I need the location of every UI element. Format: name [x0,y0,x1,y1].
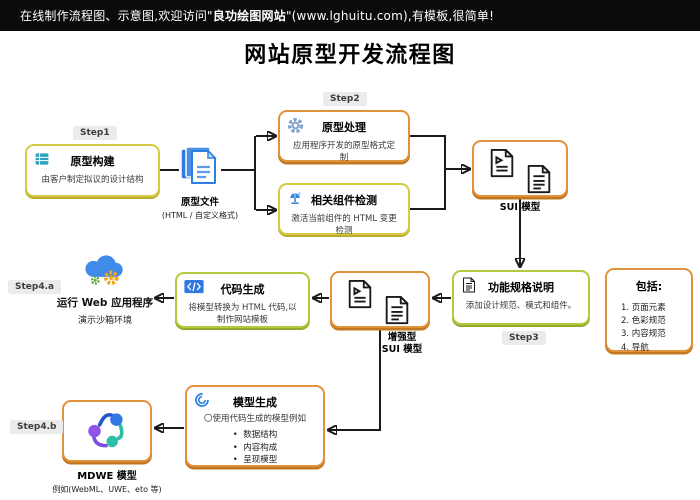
node-code-gen: 代码生成 将模型转换为 HTML 代码,以制作网站模板 [175,272,310,328]
include-list: 1. 页面元素 2. 色彩规范 3. 内容规范 4. 导航 [621,302,691,355]
include-item: 1. 页面元素 [621,303,666,313]
enhanced-sui-label: 增强型 SUI 模型 [381,332,423,356]
node-desc: 〇使用代码生成的模型例如 [203,414,306,424]
node-title: 代码生成 [220,283,265,296]
flow-arrow [328,328,381,430]
badge-step2: Step2 [323,92,367,106]
banner-text-suffix: "(www.lghuitu.com),有模板,很简单! [285,9,495,23]
node-sui-model [472,140,568,197]
node-include: 包括: 1. 页面元素 2. 色彩规范 3. 内容规范 4. 导航 [605,268,693,355]
promo-banner: 在线制作流程图、示意图,欢迎访问"良功绘图网站"(www.lghuitu.com… [0,0,700,31]
node-title: 模型生成 [233,396,277,409]
include-item: 3. 内容规范 [621,329,666,340]
banner-text: 在线制作流程图、示意图,欢迎访问" [20,9,213,23]
node-title: 相关组件检测 [311,194,377,207]
node-desc: 添加设计规范、模式和组件。 [465,301,577,311]
bullet-item: 内容构成 [233,442,277,455]
include-title: 包括: [635,280,663,293]
document-icon [461,277,477,297]
node-component-detect: 相关组件检测 激活当前组件的 HTML 变更检测 [278,183,410,236]
code-icon [184,279,204,298]
node-title: 功能规格说明 [488,281,554,294]
bullet-item: 数据结构 [233,429,277,442]
node-desc: 由客户制定拟议的设计结构 [41,175,144,185]
node-run-web: 运行 Web 应用程序 演示沙箱环境 [38,248,172,326]
spiral-icon [194,392,210,412]
node-prototype-process: 原型处理 应用程序开发的原型格式定制 [278,110,410,163]
badge-step4a: Step4.a [8,280,62,294]
node-desc: 应用程序开发的原型格式定制 [292,141,395,163]
document-icon [487,148,517,178]
page-title: 网站原型开发流程图 [244,43,456,68]
node-title: 原型构建 [70,155,115,168]
radar-icon [287,190,303,210]
node-title: 原型处理 [322,121,366,134]
stacked-documents-icon [178,143,222,191]
node-desc: 激活当前组件的 HTML 变更检测 [291,214,397,236]
document-icon [524,164,554,194]
node-prototype-build: 原型构建 由客户制定拟议的设计结构 [25,144,160,197]
model-gen-bullets: 数据结构 内容构成 呈现模型 [233,429,277,467]
node-desc: 将模型转换为 HTML 代码,以制作网站模板 [188,303,297,325]
sui-model-label: SUI 模型 [499,202,541,213]
node-model-gen: 模型生成 〇使用代码生成的模型例如 数据结构 内容构成 呈现模型 [185,385,325,467]
document-icon [345,279,375,309]
file-label: 原型文件 [180,197,219,208]
include-item: 4. 导航 [621,342,649,353]
badge-step3: Step3 [502,331,546,345]
gear-icon [287,117,304,138]
node-prototype-file: 原型文件 (HTML / 自定义格式) [152,143,248,221]
node-mdwe [62,400,152,462]
badge-step4b: Step4.b [10,420,64,434]
node-enhanced-sui [330,271,430,328]
include-item: 2. 色彩规范 [621,316,666,327]
mdwe-label: MDWE 模型 例如(WebML、UWE、eto 等) [52,471,162,494]
banner-brand: 良功绘图网站 [212,9,286,23]
bullet-item: 呈现模型 [233,454,277,467]
node-desc: 演示沙箱环境 [77,316,132,326]
linked-nodes-icon [82,404,132,458]
spreadsheet-icon [34,151,50,171]
document-icon [382,295,412,325]
badge-step1: Step1 [73,126,117,140]
file-sublabel: (HTML / 自定义格式) [161,211,239,220]
cloud-gears-icon [82,248,128,292]
node-func-spec: 功能规格说明 添加设计规范、模式和组件。 [452,270,590,325]
node-title: 运行 Web 应用程序 [56,297,154,309]
